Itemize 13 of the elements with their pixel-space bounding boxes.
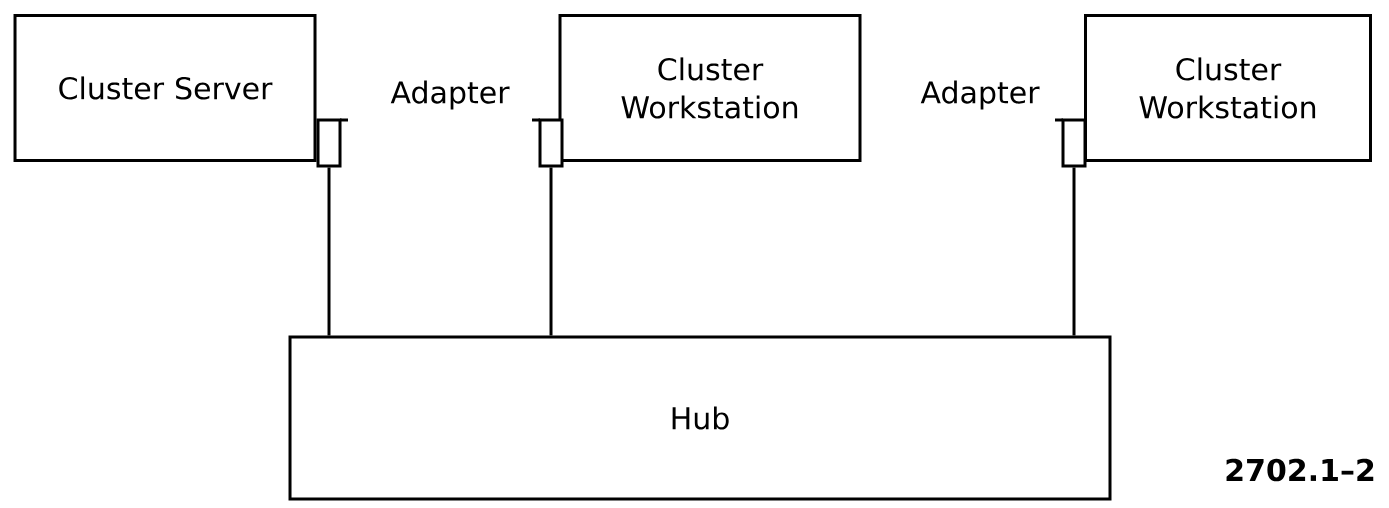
figure-number: 2702.1–2	[1226, 458, 1374, 482]
adapter-label: Adapter	[390, 80, 510, 110]
connector-line	[327, 167, 331, 336]
computer-box: Cluster Workstation	[1084, 14, 1372, 162]
adapter-label: Adapter	[920, 80, 1040, 110]
adapter-box	[316, 118, 348, 168]
hub-box: Hub	[288, 335, 1112, 501]
connector-line	[549, 167, 553, 336]
computer-box: Cluster Server	[13, 14, 317, 162]
computer-box: Cluster Workstation	[558, 14, 862, 162]
adapter-box	[1055, 118, 1087, 168]
adapter-box	[532, 118, 564, 168]
connector-line	[1072, 167, 1076, 336]
